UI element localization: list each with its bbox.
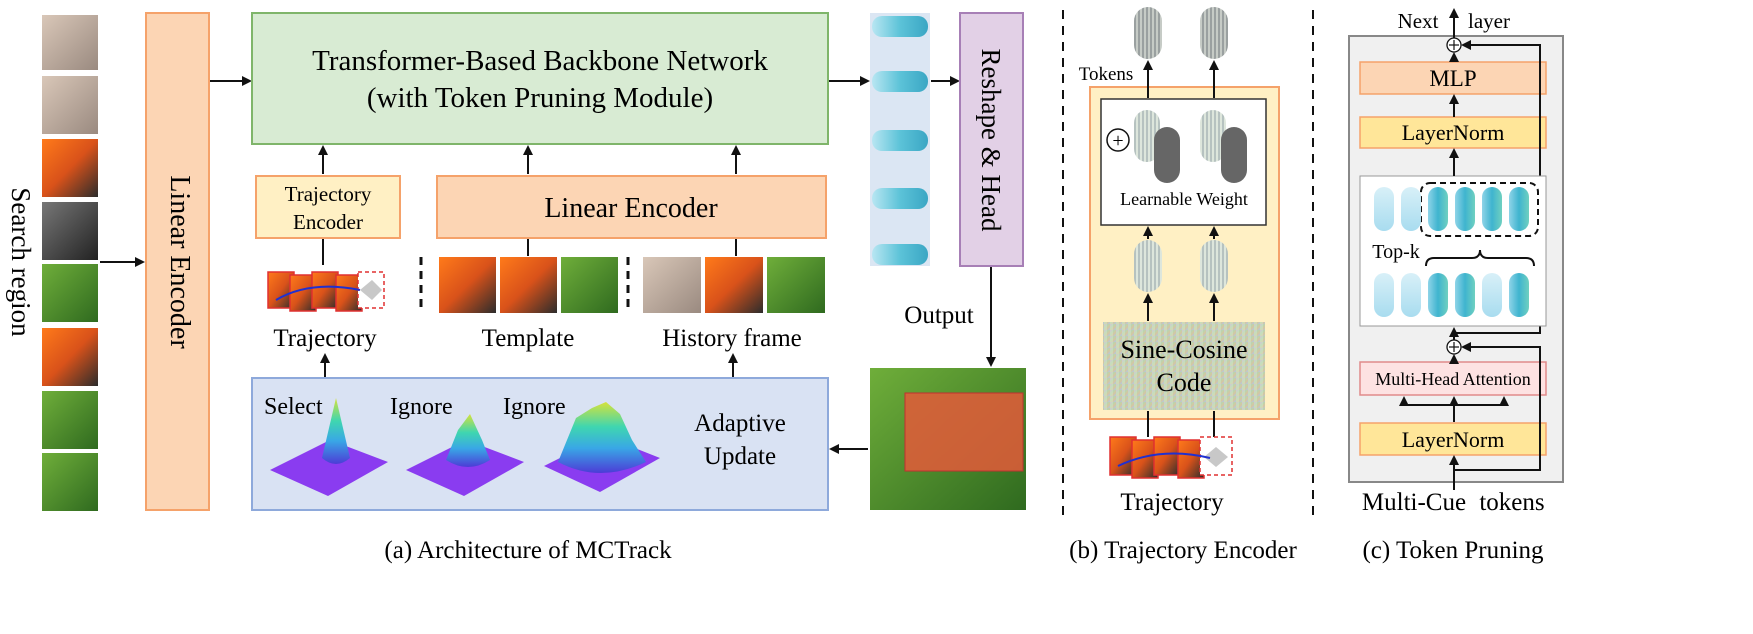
adaptive-label-line2: Update [704, 443, 776, 470]
topk-token-1 [1374, 187, 1394, 231]
trajectory-encoder-line2: Encoder [293, 210, 363, 234]
tokens-label: Tokens [1079, 64, 1134, 85]
response-map-ignore-1 [406, 414, 524, 496]
output-token-3 [872, 130, 928, 151]
trajectory-visual-b [1109, 436, 1233, 479]
topk-token-5 [1482, 187, 1502, 231]
candidate-token-3 [1428, 273, 1448, 317]
topk-brace [1425, 249, 1535, 267]
backbone-subtitle: (with Token Pruning Module) [367, 82, 713, 114]
layernorm-top-label: LayerNorm [1402, 120, 1505, 145]
next-label: Next [1398, 9, 1439, 33]
ignore-label-1: Ignore [390, 394, 453, 420]
mlp-box [1359, 61, 1547, 95]
layer-label: layer [1468, 9, 1510, 33]
mha-label: Multi-Head Attention [1375, 369, 1530, 389]
lw-weight-left [1154, 127, 1180, 183]
output-label: Output [904, 302, 974, 329]
backbone-box [251, 12, 829, 145]
topk-token-4 [1455, 187, 1475, 231]
b-mid-token-left [1134, 240, 1162, 292]
trajectory-mini-visual [267, 271, 387, 312]
mha-box [1359, 361, 1547, 396]
output-token-1 [872, 16, 928, 37]
select-label: Select [264, 394, 323, 420]
template-images [439, 257, 618, 313]
reshape-head-label: Reshape & Head [976, 49, 1006, 232]
output-token-5 [872, 244, 928, 265]
output-token-2 [872, 71, 928, 92]
b-mid-token-right [1200, 240, 1228, 292]
caption-b: (b) Trajectory Encoder [1069, 537, 1297, 564]
layernorm-bottom-box [1359, 422, 1547, 456]
topk-token-6 [1509, 187, 1529, 231]
output-image [870, 368, 1026, 510]
output-token-4 [872, 188, 928, 209]
multicue-tokens-label: tokens [1479, 489, 1544, 516]
mlp-label: MLP [1429, 66, 1476, 91]
linear-encoder-label: Linear Encoder [544, 193, 718, 224]
trajectory-label-b: Trajectory [1120, 489, 1224, 516]
response-map-ignore-2 [544, 402, 660, 492]
plus-symbol: + [1112, 130, 1123, 152]
response-map-select [270, 398, 388, 496]
caption-a: (a) Architecture of MCTrack [384, 537, 672, 564]
lw-token-left [1134, 110, 1160, 162]
trajectory-label: Trajectory [273, 325, 377, 352]
reshape-head-box [959, 12, 1024, 267]
template-label: Template [482, 325, 575, 352]
history-frame-label: History frame [662, 325, 802, 352]
sine-cosine-line2: Code [1157, 368, 1212, 397]
adaptive-label-line1: Adaptive [694, 410, 786, 437]
learnable-weight-label: Learnable Weight [1120, 189, 1248, 209]
candidate-token-4 [1455, 273, 1475, 317]
ignore-label-2: Ignore [503, 394, 566, 420]
b-output-token-left [1134, 7, 1162, 59]
linear-encoder-box [436, 175, 827, 239]
topk-label: Top-k [1372, 241, 1419, 263]
b-output-token-right [1200, 7, 1228, 59]
residual-path-bottom [1454, 342, 1541, 471]
search-region-label: Search region [6, 187, 36, 337]
linear-encoder-vertical-box [145, 12, 210, 511]
history-frame-images [643, 257, 825, 313]
caption-c: (c) Token Pruning [1362, 537, 1544, 564]
layernorm-bottom-label: LayerNorm [1402, 427, 1505, 452]
sine-cosine-line1: Sine-Cosine [1120, 335, 1247, 364]
sine-cosine-block [1103, 322, 1265, 410]
lw-token-right [1200, 110, 1226, 162]
candidate-token-5 [1482, 273, 1502, 317]
backbone-title: Transformer-Based Backbone Network [312, 45, 768, 77]
candidate-token-1 [1374, 273, 1394, 317]
candidate-token-6 [1509, 273, 1529, 317]
topk-token-2 [1401, 187, 1421, 231]
adaptive-update-box [251, 377, 829, 511]
linear-encoder-vertical-label: Linear Encoder [164, 175, 195, 349]
lw-weight-right [1221, 127, 1247, 183]
search-region-strip [42, 15, 98, 511]
plus-icon [1106, 128, 1130, 152]
trajectory-encoder-line1: Trajectory [285, 182, 372, 206]
candidate-token-2 [1401, 273, 1421, 317]
trajectory-encoder-box [255, 175, 401, 239]
multicue-label: Multi-Cue [1362, 489, 1466, 516]
topk-token-3 [1428, 187, 1448, 231]
